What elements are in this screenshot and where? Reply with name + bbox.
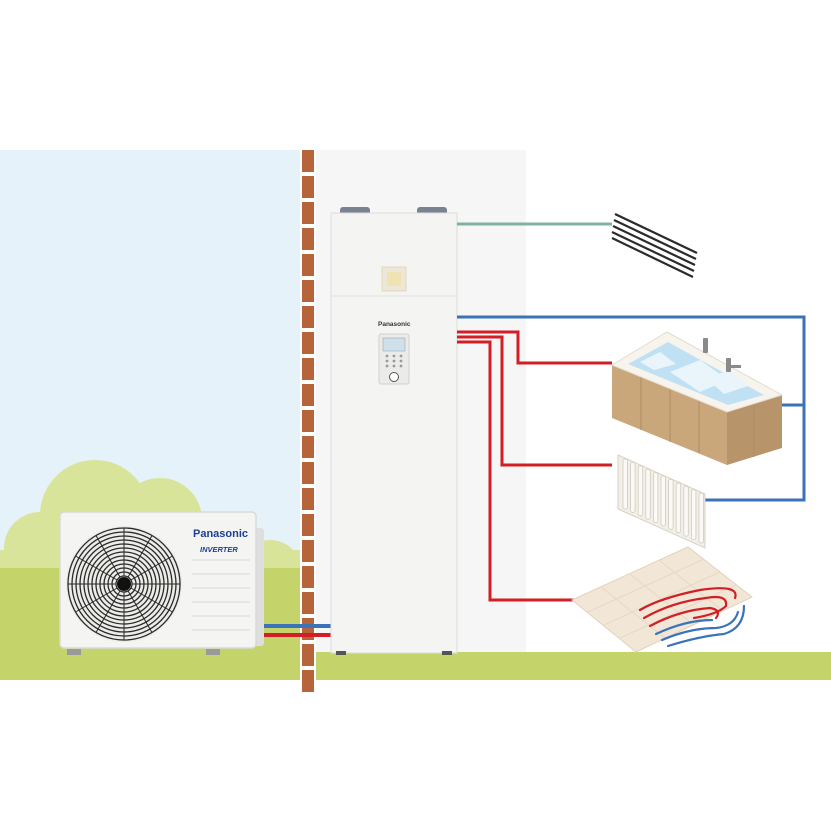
- grass-ground-inside: [316, 652, 831, 680]
- brick: [302, 566, 314, 588]
- brick: [302, 592, 314, 614]
- brick: [302, 332, 314, 354]
- side-grille-lines: [192, 559, 250, 631]
- brick: [302, 644, 314, 666]
- brick: [302, 514, 314, 536]
- outdoor-heat-pump-icon: Panasonic INVERTER: [59, 511, 264, 655]
- bathtub-icon: [610, 331, 784, 465]
- control-display-icon: [382, 337, 406, 352]
- ventilation-grille-icon: [611, 213, 698, 278]
- cold-return-pipe: [457, 315, 806, 502]
- outdoor-brand-label: Panasonic: [193, 528, 248, 540]
- brick: [302, 670, 314, 692]
- brick: [302, 280, 314, 302]
- indoor-tank-unit-icon: Panasonic: [330, 207, 458, 655]
- brick: [302, 384, 314, 406]
- brick: [302, 540, 314, 562]
- brick: [302, 358, 314, 380]
- underfloor-heating-icon: [571, 546, 753, 653]
- pressure-gauge-icon: [389, 372, 399, 382]
- indoor-brand-label: Panasonic: [378, 321, 411, 328]
- brick: [302, 462, 314, 484]
- brick: [302, 202, 314, 224]
- hot-supply-pipes: [457, 330, 612, 602]
- bath-tap-icon: [703, 338, 741, 372]
- brick: [302, 488, 314, 510]
- brick: [302, 306, 314, 328]
- refrigerant-pipes: [262, 624, 334, 637]
- brick: [302, 176, 314, 198]
- brick: [302, 410, 314, 432]
- brick: [302, 436, 314, 458]
- brick-wall-icon: [300, 150, 316, 692]
- control-buttons-icon: [385, 354, 403, 368]
- fan-guard-spokes: [68, 528, 180, 640]
- brick: [302, 228, 314, 250]
- brick: [302, 150, 314, 172]
- outdoor-series-label: INVERTER: [200, 545, 238, 554]
- brick: [302, 254, 314, 276]
- radiator-icon: [617, 454, 706, 549]
